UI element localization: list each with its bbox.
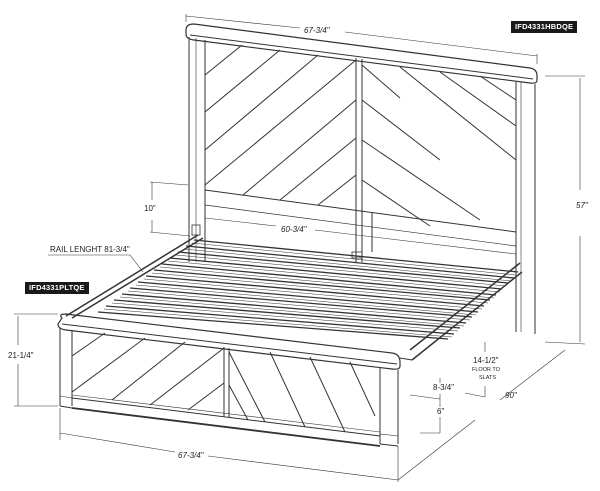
headboard <box>185 23 538 334</box>
footboard-width-label: 67-3/4" <box>178 451 204 460</box>
footboard-height-label: 21-1/4" <box>8 351 34 360</box>
dimension-lines <box>14 14 586 482</box>
rail-height-label: 8-3/4" <box>433 383 455 392</box>
headboard-clearance-label: 10" <box>144 204 156 213</box>
headboard-height-label: 57" <box>576 201 588 210</box>
slats-and-rails <box>65 224 523 361</box>
footboard <box>57 313 401 447</box>
rail-length-label: RAIL LENGHT 81-3/4" <box>50 245 130 254</box>
footboard-part-code: IFD4331PLTQE <box>25 282 89 294</box>
overall-length-label: 90" <box>505 391 517 400</box>
inner-width-label: 60-3/4" <box>281 225 307 234</box>
headboard-part-code: IFD4331HBDQE <box>511 21 578 33</box>
floor-to-slats-note-2: SLATS <box>479 375 497 381</box>
floor-to-slats-label: 14-1/2" <box>473 356 499 365</box>
leg-clearance-label: 6" <box>437 407 445 416</box>
floor-to-slats-note-1: FLOOR TO <box>472 367 500 373</box>
headboard-width-label: 67-3/4" <box>304 26 330 35</box>
